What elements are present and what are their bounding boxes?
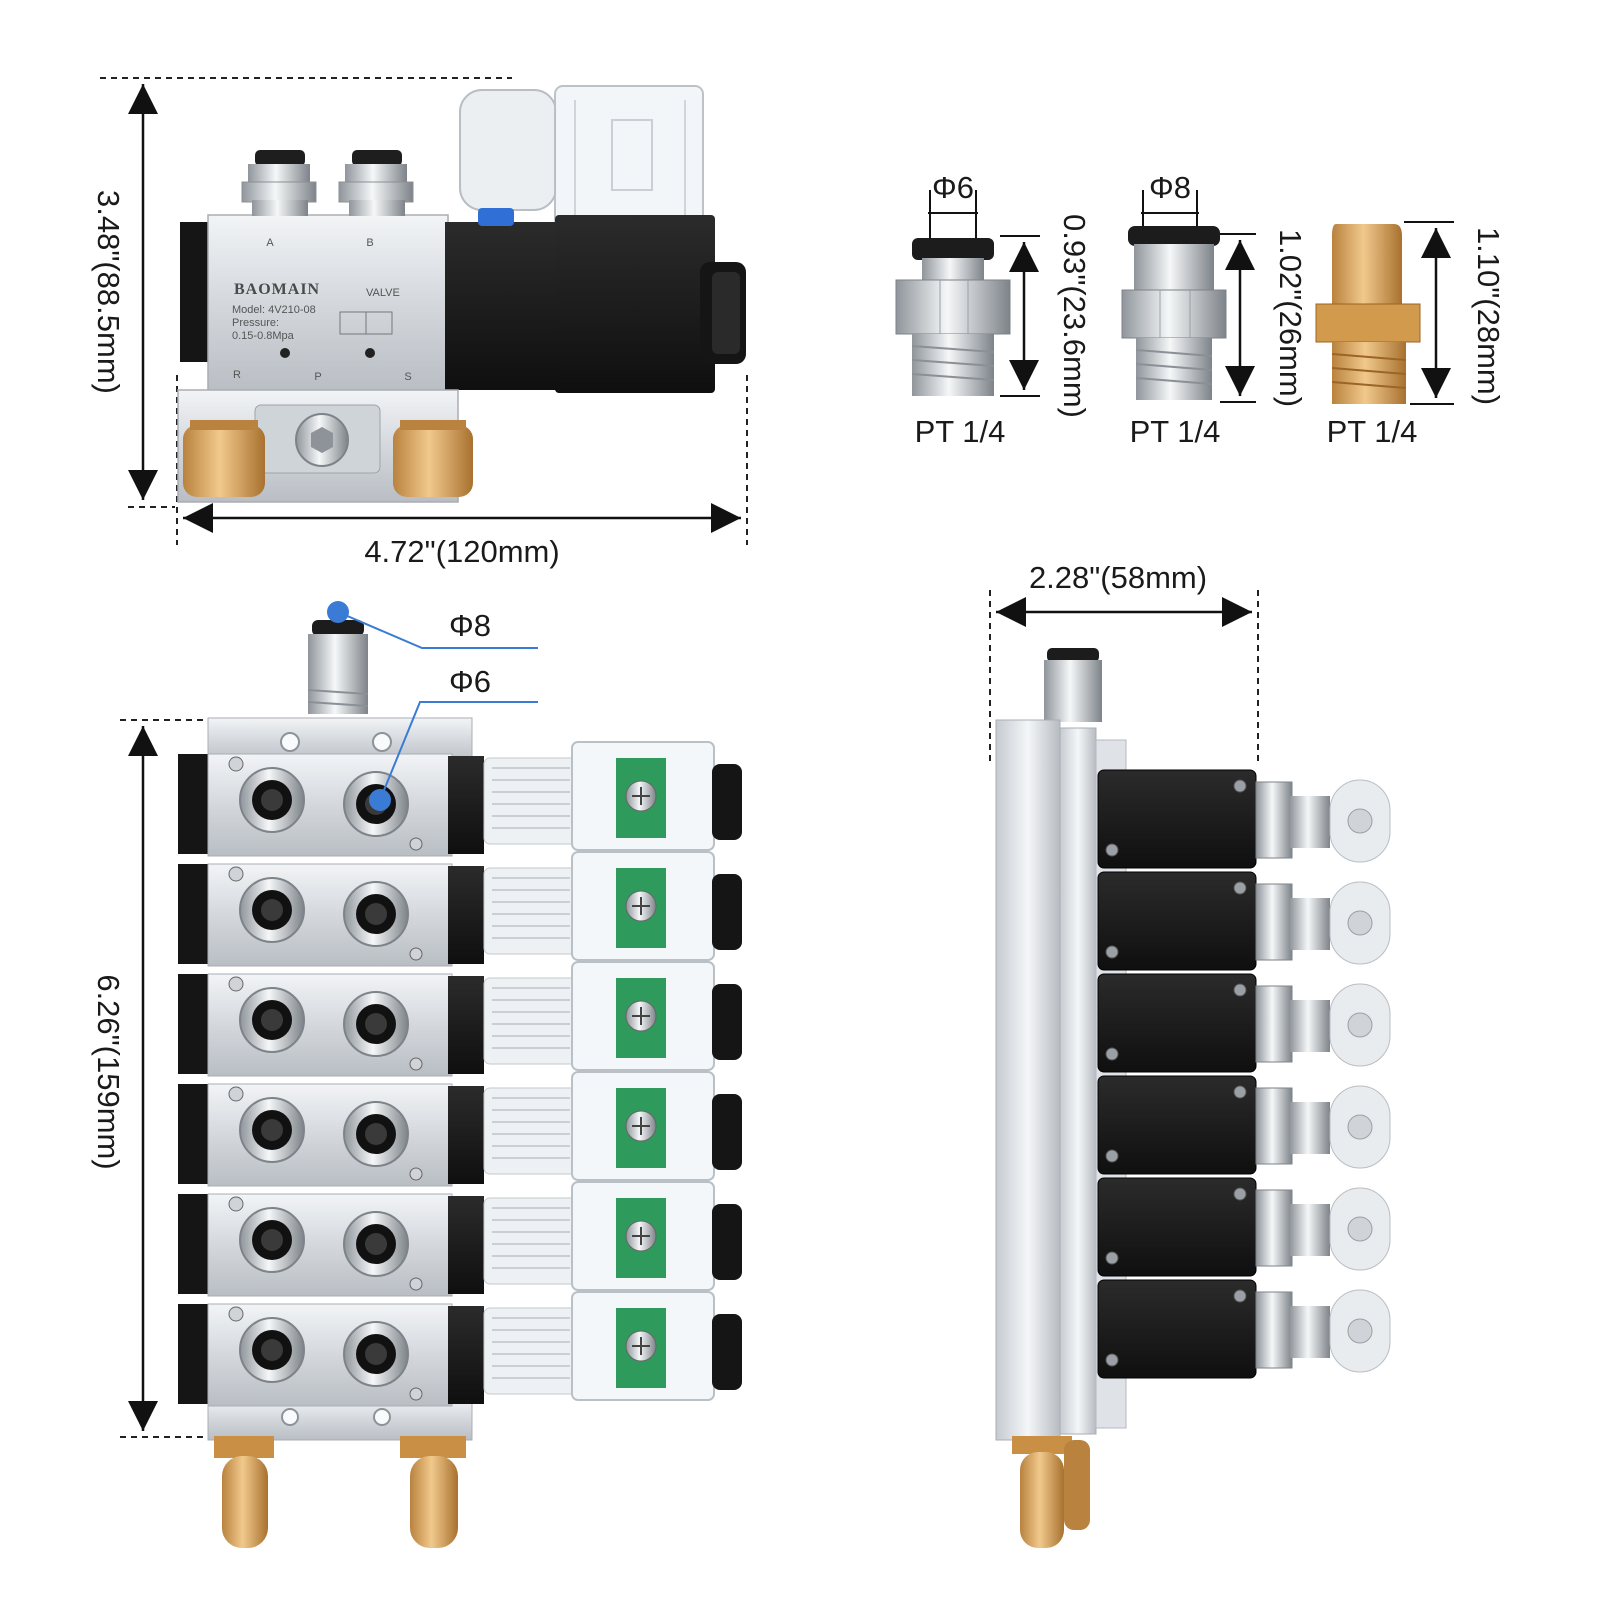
valve-row [178, 961, 742, 1077]
callout-outlet-label: Φ6 [449, 664, 491, 699]
fitting-6mm-thread: PT 1/4 [915, 414, 1006, 449]
fitting-8mm-thread: PT 1/4 [1130, 414, 1221, 449]
side-valve-row [1097, 973, 1391, 1073]
exhaust-muffler-left [183, 420, 265, 497]
manifold-muffler-right [400, 1436, 466, 1548]
valve-type-text: VALVE [366, 287, 400, 299]
manifold-height-label: 6.26"(159mm) [91, 974, 126, 1169]
port-a-label: A [266, 237, 274, 249]
side-width-label: 2.28"(58mm) [1029, 560, 1207, 595]
valve-row [178, 1071, 742, 1187]
fitting-8mm-diameter: Φ8 [1149, 170, 1191, 205]
fitting-b [338, 150, 414, 216]
fitting-a [241, 150, 317, 216]
side-valve-row [1097, 1279, 1391, 1379]
callout-outlet: Φ6 [369, 664, 538, 811]
port-s-label: S [404, 371, 411, 383]
fitting-6mm-diameter: Φ6 [932, 170, 974, 205]
brass-muffler: 1.10"(28mm) PT 1/4 [1315, 221, 1506, 449]
port-b-label: B [366, 237, 373, 249]
fitting-6mm: Φ6 0.93"(23.6mm) PT 1/4 [895, 170, 1092, 449]
valve-row [178, 1181, 742, 1297]
single-valve-view: 3.48"(88.5mm) 4.72"(120mm) BAOMAIN [91, 77, 748, 569]
fittings-view: Φ6 0.93"(23.6mm) PT 1/4 Φ8 [895, 170, 1506, 449]
port-p-label: P [314, 371, 321, 383]
manifold-inlet-fitting [307, 620, 369, 714]
side-valve-row [1097, 1075, 1391, 1175]
side-muffler [1012, 1436, 1090, 1548]
fitting-8mm: Φ8 1.02"(26mm) PT 1/4 [1121, 170, 1308, 449]
callout-inlet: Φ8 [327, 601, 538, 649]
fitting-8mm-height: 1.02"(26mm) [1273, 229, 1308, 407]
fitting-6mm-height: 0.93"(23.6mm) [1057, 214, 1092, 418]
valve-model-text: Model: 4V210-08 [232, 304, 316, 316]
valve-row [178, 1291, 742, 1407]
valve-row [178, 851, 742, 967]
valve-height-label: 3.48"(88.5mm) [91, 190, 126, 394]
callout-inlet-label: Φ8 [449, 608, 491, 643]
side-valve-row [1097, 1177, 1391, 1277]
valve-brand-text: BAOMAIN [234, 281, 320, 298]
valve-pressure-range: 0.15-0.8Mpa [232, 330, 295, 342]
solenoid-coil [555, 215, 746, 393]
muffler-thread: PT 1/4 [1327, 414, 1418, 449]
side-valve-row [1097, 871, 1391, 971]
side-manifold-bar [995, 719, 1061, 1441]
manifold-side-view: 2.28"(58mm) [989, 560, 1391, 1548]
port-r-label: R [233, 369, 241, 381]
manifold-front-view: 6.26"(159mm) Φ8 [91, 601, 742, 1548]
manifold-muffler-left [214, 1436, 274, 1548]
valve-body: BAOMAIN VALVE Model: 4V210-08 Pressure: … [180, 208, 557, 392]
side-valve-row [1097, 769, 1391, 869]
side-inlet-fitting [1044, 648, 1102, 722]
valve-pressure-label: Pressure: [232, 317, 279, 329]
exhaust-muffler-right [393, 420, 473, 497]
muffler-height: 1.10"(28mm) [1471, 227, 1506, 405]
valve-row [178, 741, 742, 857]
side-valve-stack [1097, 769, 1391, 1379]
manual-override-button [478, 208, 514, 226]
valve-width-label: 4.72"(120mm) [364, 534, 559, 569]
valve-stack [178, 741, 742, 1407]
solenoid-connector [459, 85, 704, 229]
